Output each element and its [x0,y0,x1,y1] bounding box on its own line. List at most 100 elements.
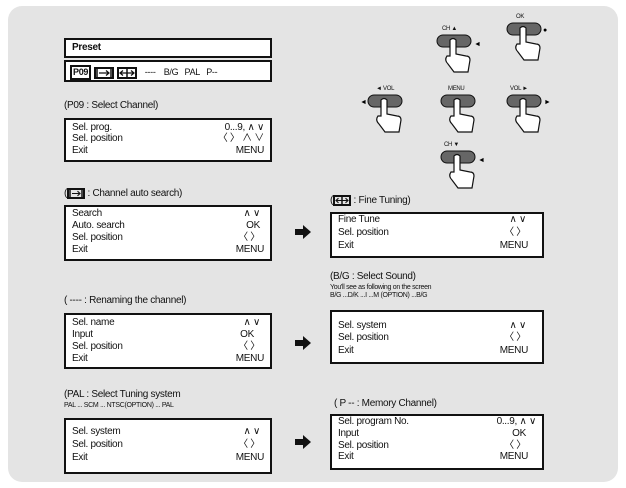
row-label: Sel. position [72,341,123,352]
auto-search-heading: ( : Channel auto search) [64,188,183,200]
svg-text:●: ● [543,27,547,34]
hand-press-icon: ◄► [436,34,480,73]
row-label: Sel. position [338,227,389,238]
row-label: Input [72,329,93,340]
row-label: Sel. position [338,440,389,451]
preset-header-box: Preset [64,38,272,58]
row-label: Sel. system [338,320,387,331]
arrow-right-icon [295,435,311,449]
row-value: 〈 〉 [238,341,260,352]
fine-tune-icon [333,195,352,206]
svg-text:◄►: ◄► [474,41,480,48]
select-sound-sub1: You'll see as following on the screen [330,284,432,291]
row-value: 〈 〉 [238,232,260,243]
manual-page: Preset P09 ---- B/G PAL P-- (P09 : Selec… [8,6,618,482]
row-label: Sel. position [338,332,389,343]
row-value: MENU [499,240,529,251]
row-label: Sel. prog. [72,122,112,133]
preset-title: Preset [72,42,101,53]
row-value: MENU [235,353,265,364]
hand-press-icon [440,94,476,133]
select-channel-box: Sel. prog. 0...9, ∧ ∨ Sel. position 〈 〉 … [64,118,272,162]
auto-search-tab-icon [94,66,115,79]
menu-label: MENU [448,86,465,92]
select-sound-box: Sel. system ∧ ∨ Sel. position 〈 〉 Exit M… [330,310,544,364]
row-label: Exit [338,240,354,251]
row-value: 〈 〉 [238,439,260,450]
hand-press-icon: ◄ [360,94,403,133]
row-value: 〈 〉 ∧ ∨ [217,133,265,144]
fine-tuning-heading: ( : Fine Tuning) [330,195,411,207]
row-label: Exit [72,145,88,156]
memory-channel-box: Sel. program No. 0...9, ∧ ∨ Input OK Sel… [330,414,544,470]
row-label: Sel. position [72,439,123,450]
row-label: Auto. search [72,220,125,231]
row-value: MENU [499,451,529,462]
row-value: ∧ ∨ [509,320,526,331]
row-value: MENU [235,452,265,463]
row-label: Exit [338,451,354,462]
auto-search-heading-text: : Channel auto search) [85,188,183,200]
row-label: Fine Tune [338,214,380,225]
row-value: 〈 〉 [504,332,526,343]
row-label: Exit [338,345,354,356]
row-label: Sel. position [72,232,123,243]
vol-up-label: VOL ► [510,86,528,92]
select-sound-sub2: B/G ...D/K ...I ...M (OPTION) ...B/G [330,292,428,299]
row-value: ∧ ∨ [509,214,526,225]
row-label: Sel. name [72,317,115,328]
select-sound-heading: (B/G : Select Sound) [330,271,416,282]
sound-tab: B/G [163,67,179,77]
row-value: OK [240,329,254,340]
fine-tuning-heading-text: : Fine Tuning) [351,195,411,207]
row-label: Exit [72,353,88,364]
tuning-system-sub: PAL ... SCM ... NTSC(OPTION) ... PAL [64,402,174,409]
fine-tune-tab-icon [116,66,137,79]
renaming-heading: ( ---- : Renaming the channel) [64,295,187,306]
remote-buttons-illustration: CH ▲ ◄► OK ● ◄ VOL ◄ [348,12,588,192]
preset-strip-box: P09 ---- B/G PAL P-- [64,60,272,82]
row-label: Sel. system [72,426,121,437]
arrow-right-icon [295,225,311,239]
row-value: MENU [235,244,265,255]
row-value: OK [246,220,260,231]
row-label: Search [72,208,102,219]
row-value: 0...9, ∧ ∨ [224,122,265,133]
row-value: MENU [499,345,529,356]
svg-text:◄: ◄ [360,99,367,106]
p09-tab: P09 [70,65,92,80]
fine-tuning-box: Fine Tune ∧ ∨ Sel. position 〈 〉 Exit MEN… [330,212,544,258]
vol-down-label: ◄ VOL [376,86,395,92]
row-label: Exit [72,452,88,463]
row-label: Exit [72,244,88,255]
row-value: 〈 〉 [504,227,526,238]
svg-text:◄►: ◄► [478,157,484,164]
row-value: 〈 〉 [504,440,526,451]
hand-press-icon: ● [506,22,547,61]
hand-press-icon: ◄► [440,150,484,189]
select-channel-heading: (P09 : Select Channel) [64,100,159,111]
tuning-system-heading: (PAL : Select Tuning system [64,389,181,400]
row-value: 0...9, ∧ ∨ [496,416,537,427]
ok-label: OK [516,14,525,20]
ch-down-label: CH ▼ [444,142,460,148]
preset-strip: P09 ---- B/G PAL P-- [70,65,218,80]
row-value: ∧ ∨ [243,426,260,437]
memory-channel-heading: ( P -- : Memory Channel) [334,398,437,409]
memory-tab: P-- [206,67,218,77]
row-value: ∧ ∨ [243,208,260,219]
ch-up-label: CH ▲ [442,26,458,32]
row-label: Sel. position [72,133,123,144]
tuning-system-box: Sel. system ∧ ∨ Sel. position 〈 〉 Exit M… [64,418,272,474]
system-tab: PAL [184,67,201,77]
renaming-box: Sel. name ∧ ∨ Input OK Sel. position 〈 〉… [64,313,272,369]
row-value: OK [512,428,526,439]
hand-press-icon: ► [506,94,551,133]
row-value: MENU [235,145,265,156]
svg-text:►: ► [544,99,551,106]
rename-tab: ---- [144,67,156,77]
auto-search-icon [67,188,86,199]
row-label: Sel. program No. [338,416,409,427]
row-value: ∧ ∨ [243,317,260,328]
row-label: Input [338,428,359,439]
